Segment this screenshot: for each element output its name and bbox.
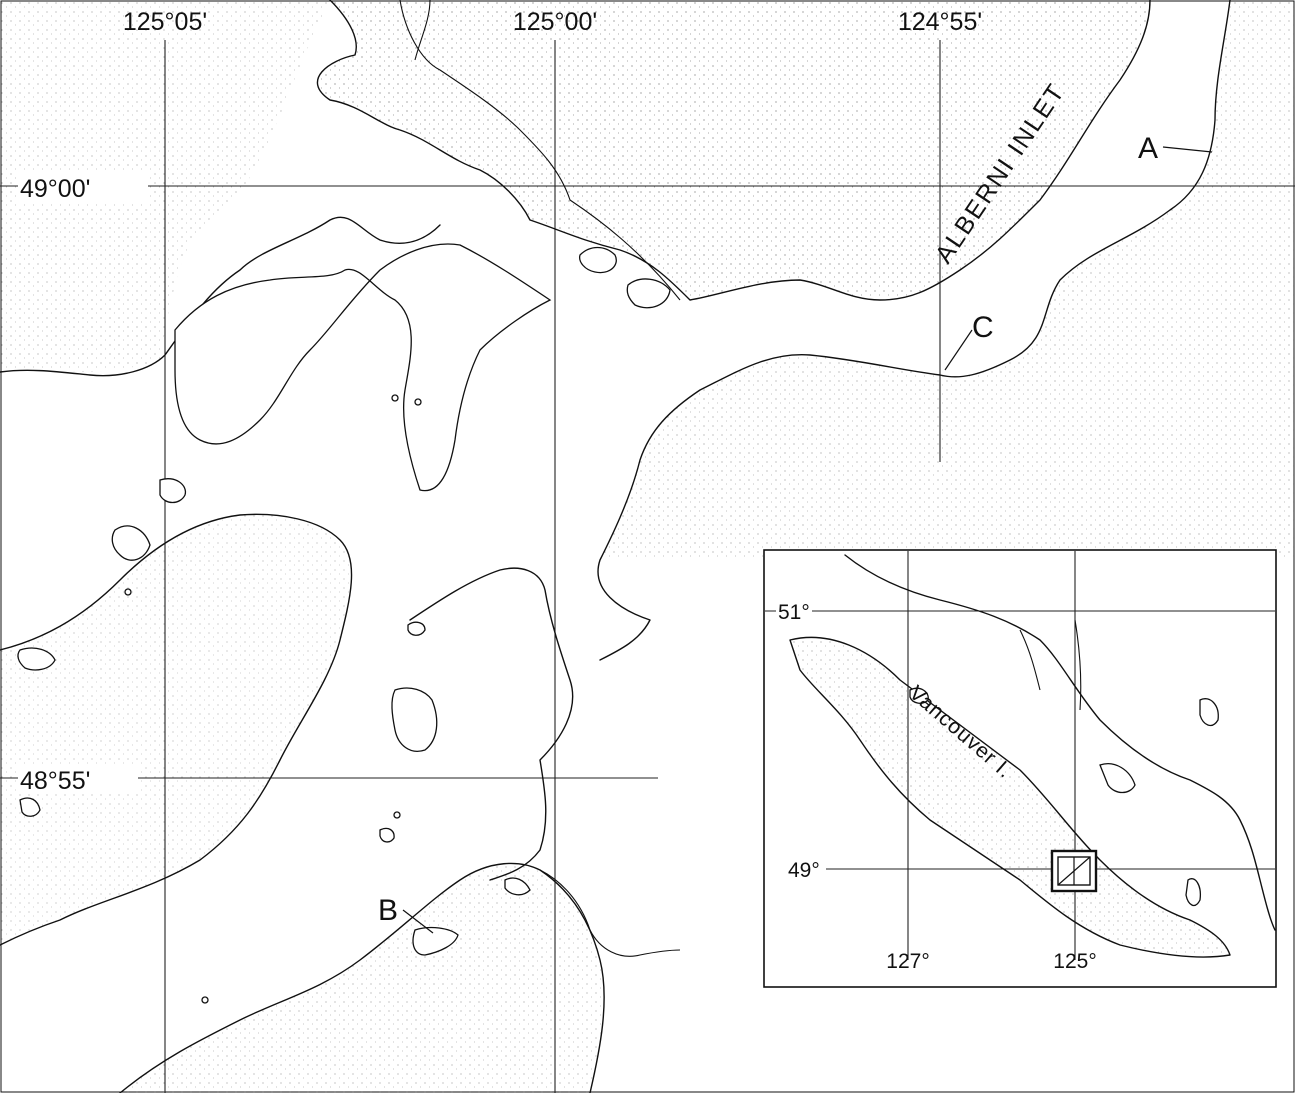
western-landmasses bbox=[0, 0, 681, 1093]
site-label-c: C bbox=[944, 311, 994, 371]
longitude-label-125-00: 125°00' bbox=[513, 8, 597, 36]
inset-longitude-label-125: 125° bbox=[1053, 950, 1096, 973]
study-area-marker bbox=[1050, 849, 1098, 893]
small-islands bbox=[17, 246, 671, 1004]
site-label-b: B bbox=[378, 894, 434, 934]
longitude-label-125-05: 125°05' bbox=[123, 8, 207, 36]
latitude-labels: 49°00' 48°55' bbox=[18, 172, 148, 795]
site-label-a: A bbox=[1138, 132, 1213, 165]
inset-latitude-label-49: 49° bbox=[788, 859, 820, 882]
svg-text:B: B bbox=[378, 894, 398, 927]
latitude-label-49-00: 49°00' bbox=[20, 175, 90, 203]
inlet-shoreline bbox=[316, 0, 1295, 661]
inset-map: 51° 49° 127° 125° Vancouver I. bbox=[763, 549, 1277, 988]
latitude-label-48-55: 48°55' bbox=[20, 767, 90, 795]
longitude-labels: 125°05' 125°00' 124°55' bbox=[123, 8, 982, 36]
inset-latitude-label-51: 51° bbox=[778, 601, 810, 624]
longitude-label-124-55: 124°55' bbox=[898, 8, 982, 36]
svg-text:A: A bbox=[1138, 132, 1158, 165]
inset-longitude-label-127: 127° bbox=[886, 950, 929, 973]
svg-text:C: C bbox=[972, 311, 994, 344]
